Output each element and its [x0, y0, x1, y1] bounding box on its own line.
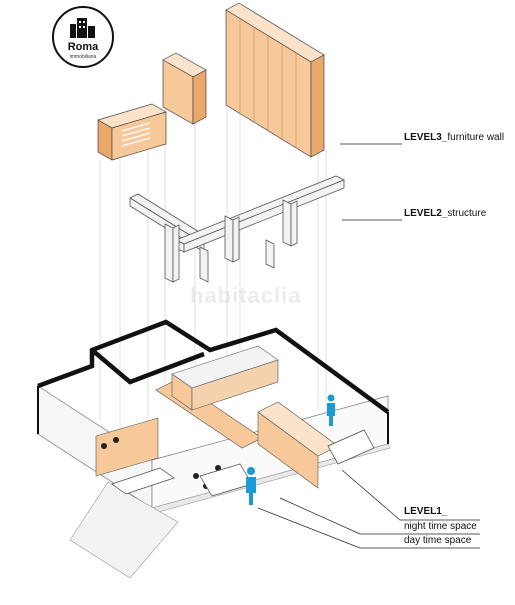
building-icon: [70, 18, 95, 38]
level3-desc: furniture wall: [447, 132, 505, 143]
level2-structure: [129, 175, 345, 283]
leader-lines: [257, 143, 480, 549]
brand-logo: Roma immobiliaria: [52, 6, 114, 68]
watermark-text: habitaclia: [190, 283, 302, 308]
level3-label: LEVEL3_furniture wall: [404, 132, 504, 144]
level1-day-label: day time space: [404, 535, 472, 546]
level3-title: LEVEL3_: [404, 132, 448, 143]
brand-tagline: immobiliaria: [69, 54, 97, 60]
level2-label: LEVEL2_structure: [404, 208, 486, 220]
level1-title: LEVEL1_: [404, 506, 448, 517]
level1-label: LEVEL1_: [404, 506, 447, 518]
level3-furniture-wall: [97, 2, 325, 161]
human-figures: [246, 394, 335, 505]
brand-name: Roma: [67, 41, 99, 53]
level2-desc: structure: [447, 208, 487, 219]
level2-title: LEVEL2_: [404, 208, 448, 219]
level1-plan: [37, 319, 391, 579]
level1-night-label: night time space: [404, 521, 477, 532]
